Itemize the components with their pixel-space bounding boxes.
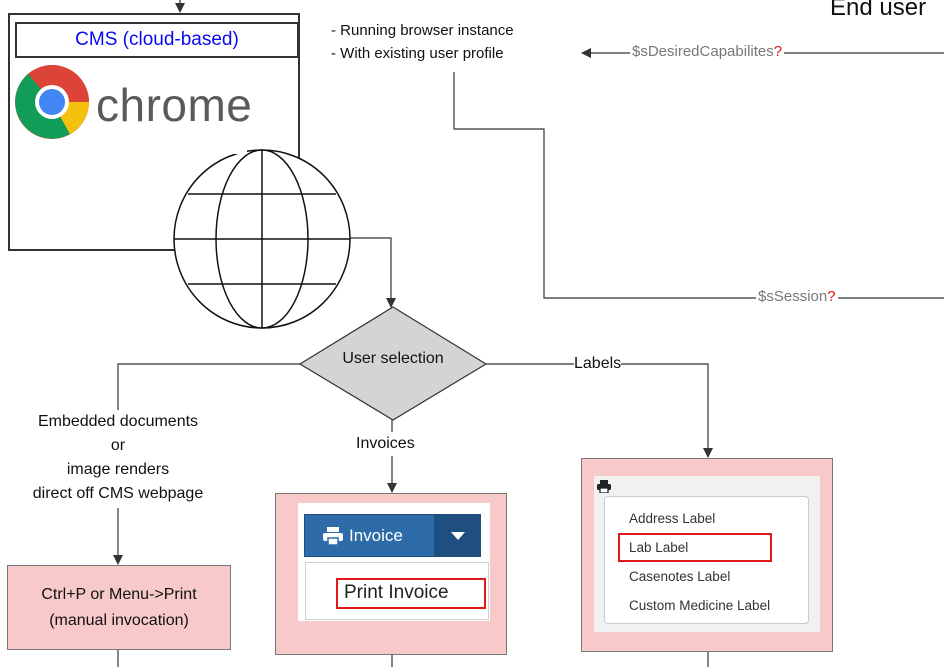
invoice-dropdown-menu [305, 562, 489, 620]
lab-label-menu-item[interactable]: Lab Label [629, 540, 689, 555]
chrome-logo-icon [15, 65, 89, 139]
lab-label-highlight [618, 533, 772, 562]
session-line [453, 72, 944, 299]
capabilities-label: $sDesiredCapabilites? [630, 43, 785, 60]
address-label-menu-item[interactable]: Address Label [629, 511, 716, 526]
globe-icon [173, 148, 351, 329]
printer-icon[interactable] [597, 480, 611, 493]
cms-title: CMS (cloud-based) [15, 22, 299, 58]
invoice-button[interactable]: Invoice [304, 514, 435, 557]
session-label: $sSession? [756, 288, 838, 305]
note-line-2: - With existing user profile [331, 45, 504, 62]
decision-label: User selection [342, 350, 444, 367]
end-user-text: End user [830, 0, 927, 21]
printer-icon [323, 527, 343, 545]
print-invoice-menu-item[interactable]: Print Invoice [336, 578, 486, 609]
invoice-dropdown-toggle[interactable] [435, 514, 481, 557]
custom-medicine-label-menu-item[interactable]: Custom Medicine Label [629, 598, 771, 613]
decision-diamond [298, 306, 488, 421]
caret-down-icon [451, 532, 465, 540]
manual-invocation-box: Ctrl+P or Menu->Print (manual invocation… [7, 565, 231, 650]
branch-embedded-label: Embedded documents or image renders dire… [0, 410, 236, 506]
branch-right-arrow [486, 363, 713, 458]
globe-to-decision-arrow [350, 237, 396, 308]
branch-invoices-label: Invoices [356, 432, 415, 456]
branch-labels-label: Labels [574, 352, 622, 376]
chrome-wordmark: chrome [96, 79, 253, 131]
invoice-button-label: Invoice [349, 526, 403, 545]
casenotes-label-menu-item[interactable]: Casenotes Label [629, 569, 731, 584]
branch-left-line [117, 363, 300, 410]
note-line-1: - Running browser instance [331, 22, 514, 39]
